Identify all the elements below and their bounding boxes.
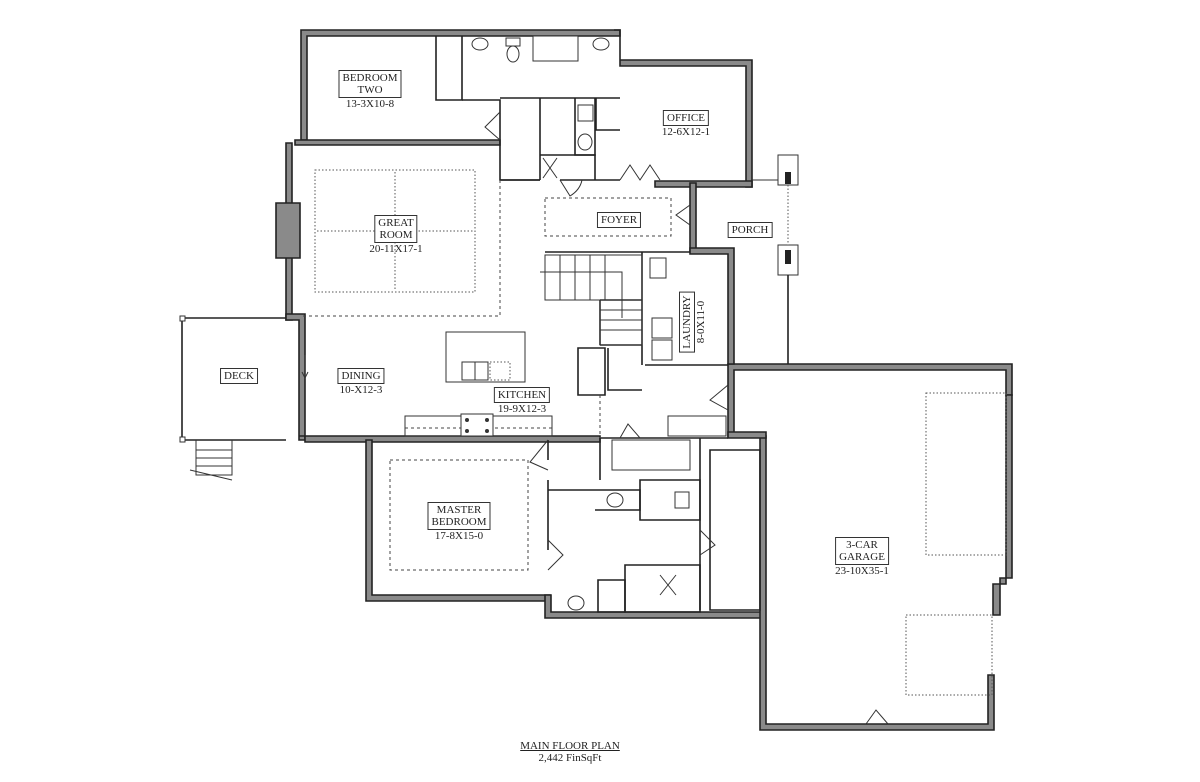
room-label-kitchen: KITCHEN 19-9X12-3 — [493, 387, 551, 415]
room-name: GARAGE — [839, 551, 885, 563]
room-label-laundry: LAUNDRY 8-0X11-0 — [679, 291, 707, 353]
room-label-dining: DINING 10-X12-3 — [337, 368, 385, 396]
ceiling-outlines — [300, 169, 1007, 696]
room-dimensions: 23-10X35-1 — [835, 565, 889, 577]
room-name: TWO — [357, 84, 383, 96]
doors — [484, 111, 889, 725]
room-dimensions: 10-X12-3 — [339, 384, 383, 396]
room-label-foyer: FOYER — [596, 212, 642, 228]
room-label-porch: PORCH — [727, 222, 773, 238]
plan-title: MAIN FLOOR PLAN — [520, 740, 620, 752]
room-name: 3-CAR — [846, 539, 878, 551]
room-name: DECK — [220, 368, 258, 384]
deck-structure — [179, 315, 309, 481]
staircase — [540, 254, 643, 346]
room-dimensions: 19-9X12-3 — [497, 403, 547, 415]
room-dimensions: 20-11X17-1 — [369, 243, 423, 255]
kitchen-fixtures — [404, 331, 553, 437]
room-name: BEDROOM — [431, 516, 487, 528]
room-name: BEDROOM — [342, 72, 398, 84]
room-name: ROOM — [379, 229, 413, 241]
bath-fixtures — [471, 35, 727, 611]
room-name: MASTER — [436, 504, 482, 516]
room-name: GREAT — [378, 217, 414, 229]
room-dimensions: 13-3X10-8 — [345, 98, 395, 110]
room-label-deck: DECK — [220, 368, 258, 384]
room-dimensions: 12-6X12-1 — [661, 126, 711, 138]
exterior-walls — [275, 29, 1013, 731]
room-dimensions: 17-8X15-0 — [434, 530, 484, 542]
room-name: LAUNDRY — [679, 291, 695, 353]
room-dimensions: 8-0X11-0 — [695, 300, 707, 344]
room-name: KITCHEN — [493, 387, 551, 403]
room-name: DINING — [337, 368, 385, 384]
plan-area: 2,442 FinSqFt — [538, 752, 602, 764]
plan-caption: MAIN FLOOR PLAN 2,442 FinSqFt — [520, 740, 620, 764]
room-label-office: OFFICE 12-6X12-1 — [662, 110, 710, 138]
room-name: FOYER — [596, 212, 642, 228]
porch-columns — [752, 154, 799, 364]
room-name: PORCH — [727, 222, 773, 238]
room-name: OFFICE — [663, 110, 709, 126]
